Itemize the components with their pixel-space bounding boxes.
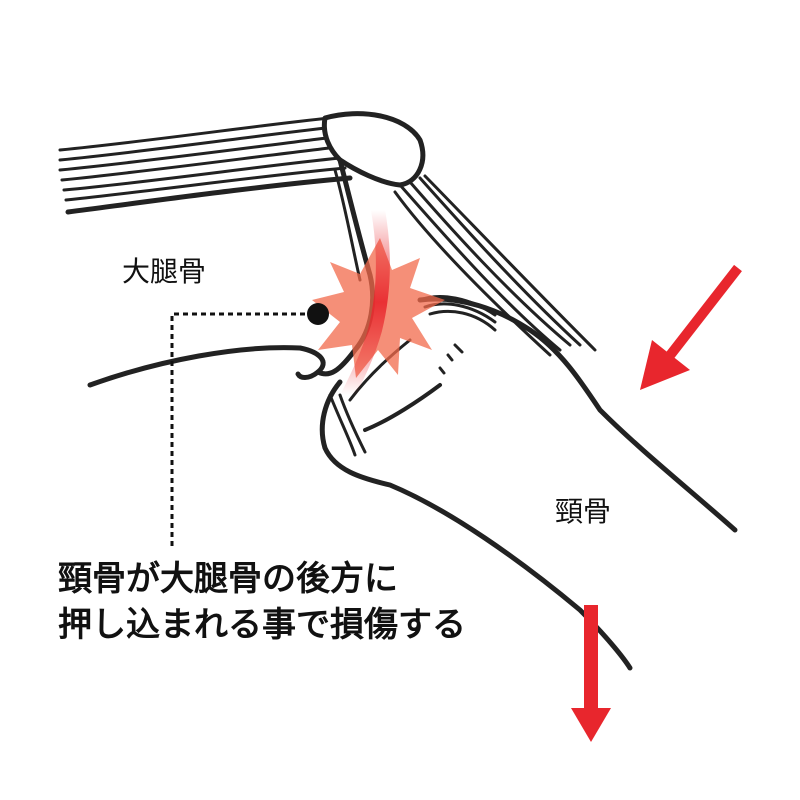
patella (321, 111, 426, 188)
force-arrow-down (571, 605, 611, 742)
injury-marker-dot (307, 303, 329, 325)
force-arrow-diagonal (640, 264, 742, 390)
patellar-tendon (393, 174, 597, 357)
caption-line-1: 頸骨が大腿骨の後方に (58, 559, 398, 599)
torn-ligament (341, 203, 390, 402)
leader-line (170, 312, 305, 548)
caption-line-2: 押し込まれる事で損傷する (58, 605, 466, 645)
femur-label: 大腿骨 (122, 255, 207, 288)
tibia-label: 頸骨 (555, 495, 612, 528)
injury-caption: 頸骨が大腿骨の後方に 押し込まれる事で損傷する (58, 556, 466, 648)
quadriceps-tendon (58, 116, 353, 215)
